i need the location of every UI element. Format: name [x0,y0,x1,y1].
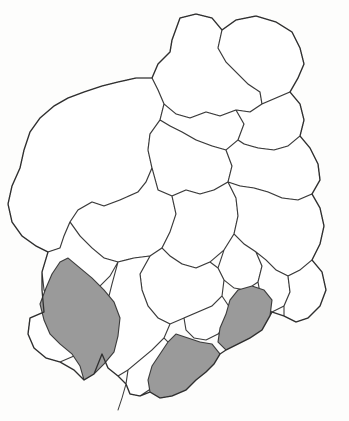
municipalities [7,13,327,397]
prefecture-outline [7,13,327,399]
southern-spur [117,383,127,411]
highlighted-municipalities [39,257,273,399]
